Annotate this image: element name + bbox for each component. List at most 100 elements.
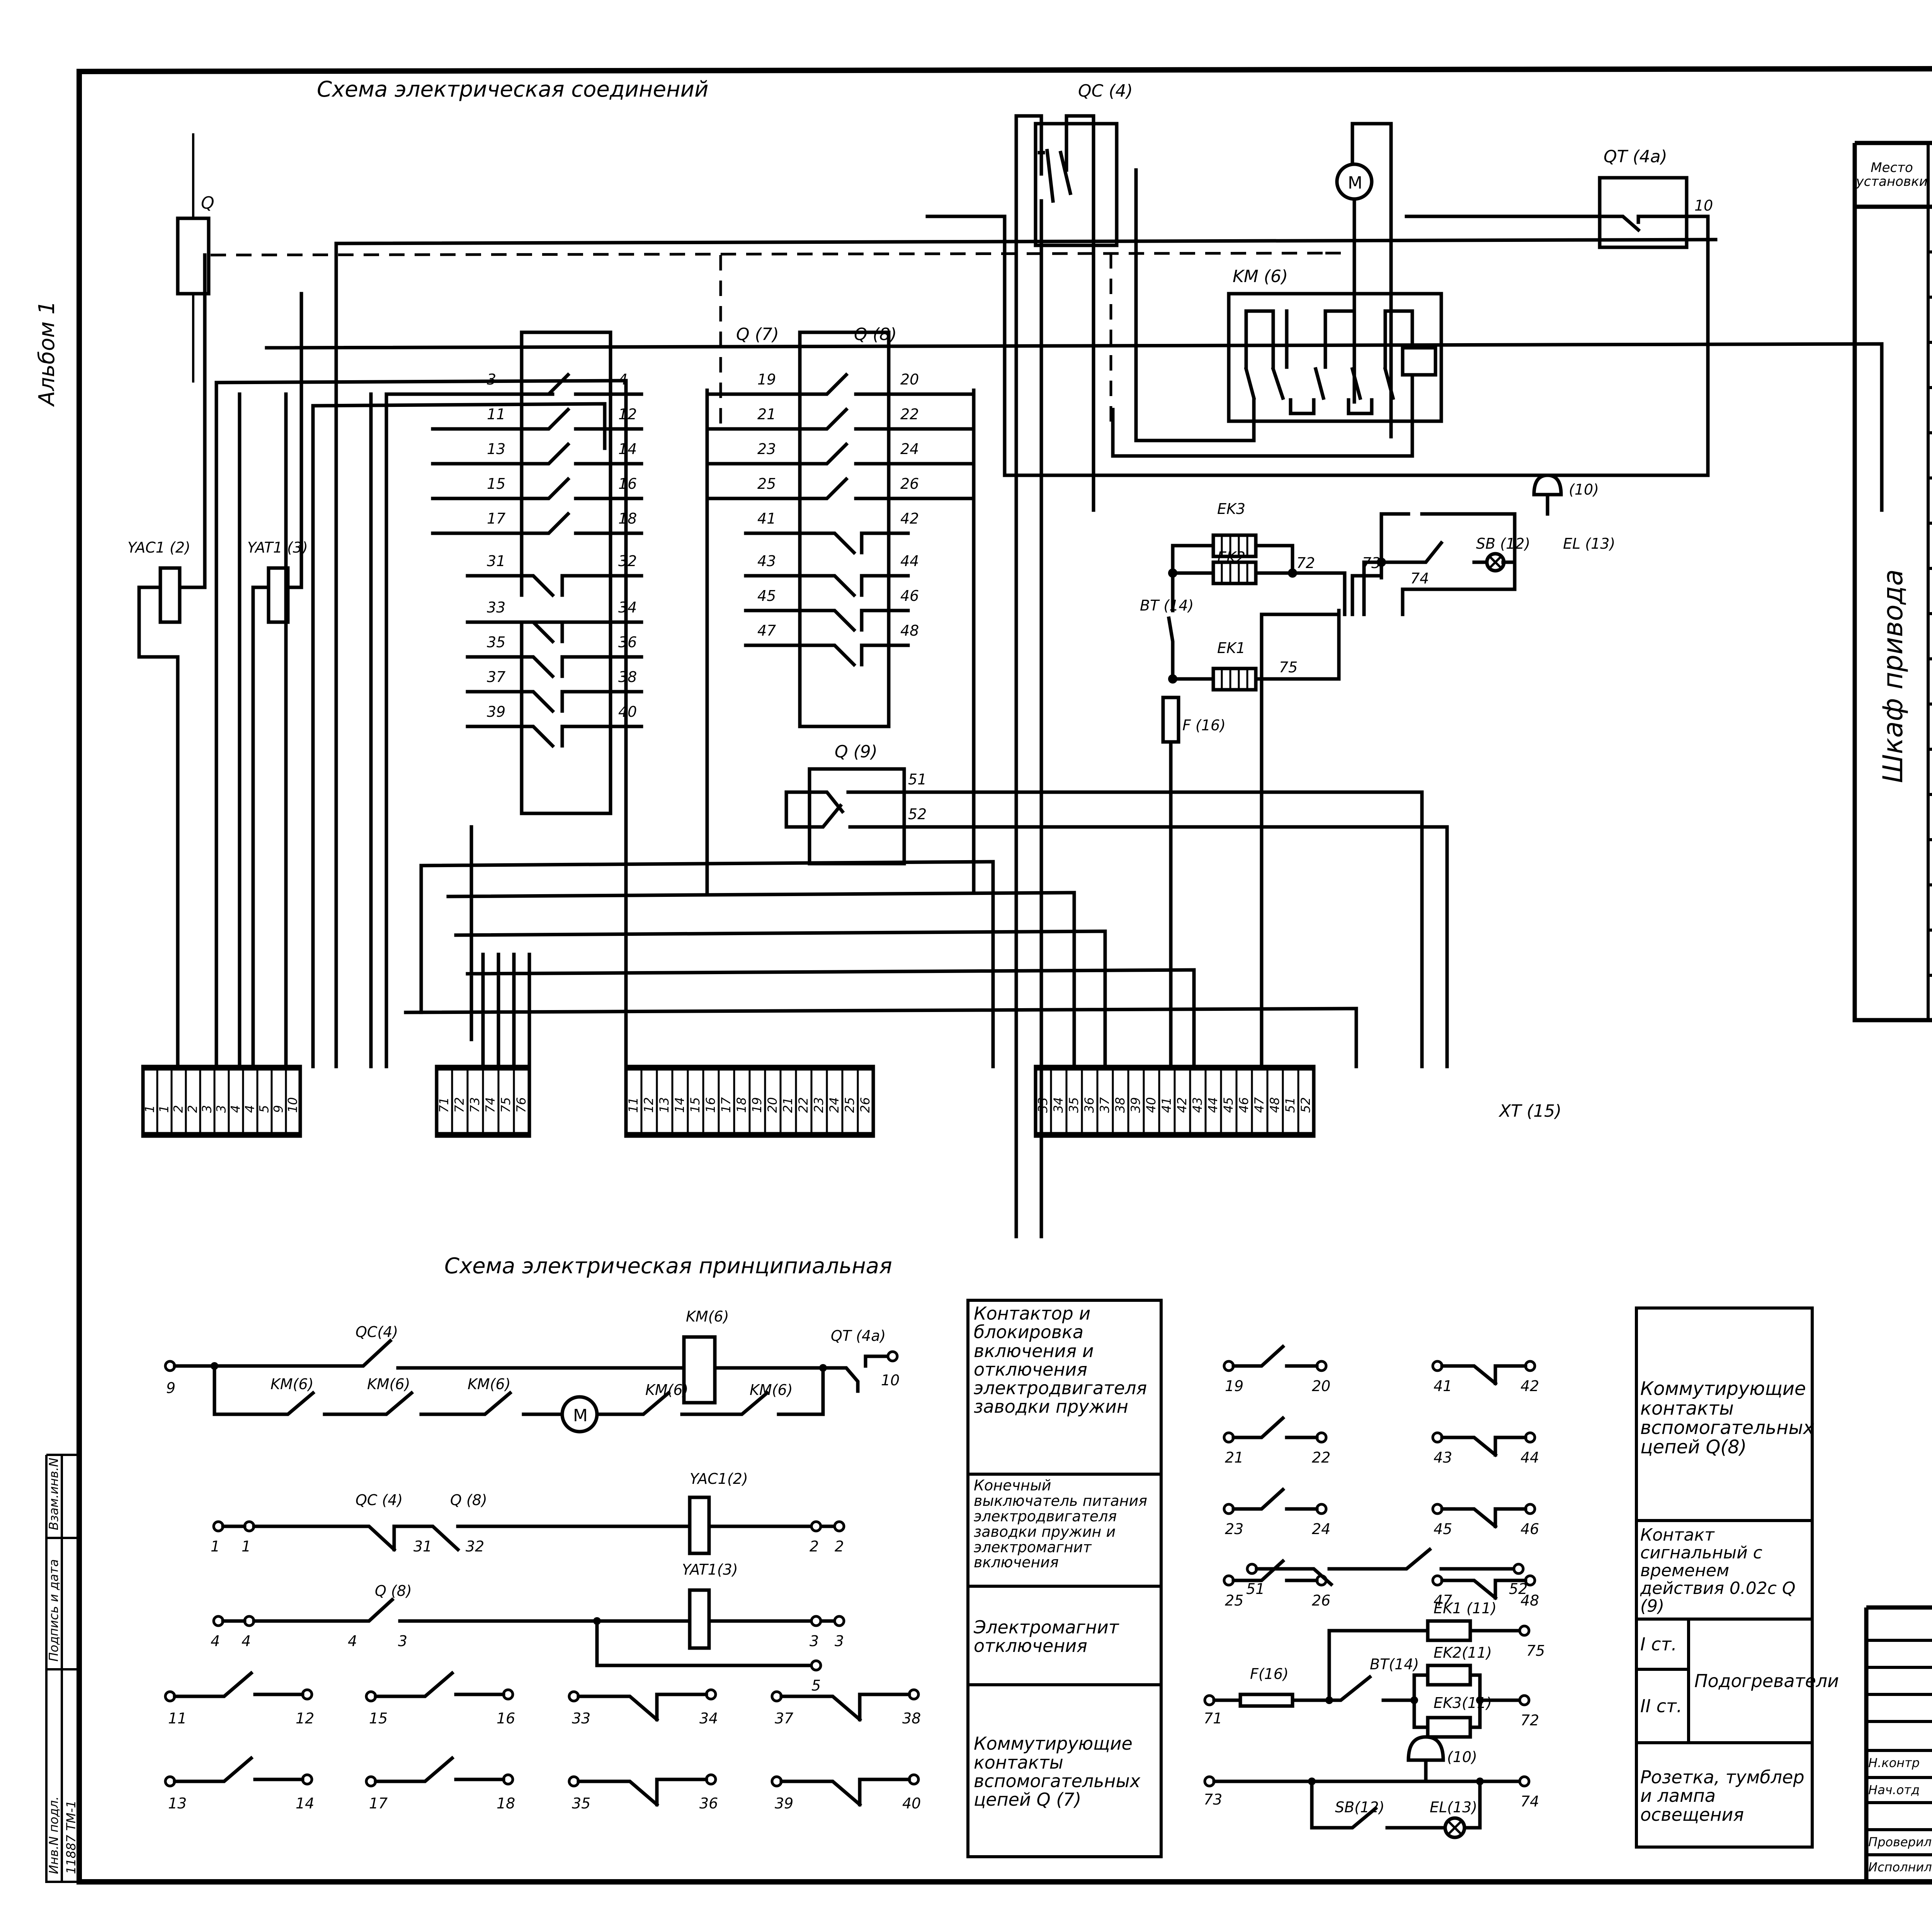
km-label: KM (6) [1233,267,1288,286]
q8-contact-left-label: 21 [757,406,776,423]
q8-aux-contact [1231,1344,1319,1368]
q8-aux-label-b: 46 [1520,1521,1539,1538]
device-yac1: YAC1 (2) [128,253,207,1068]
q7-contact [431,407,643,431]
q9-label: Q (9) [835,742,878,762]
q8-aux-label-b: 24 [1312,1521,1330,1538]
terminal-label: 25 [842,1097,857,1113]
terminal-label: 24 [827,1097,842,1113]
q8-aux-contact [1231,1558,1319,1582]
terminal-label: 1 [157,1105,172,1113]
q7-label: Q (7) [736,325,779,344]
terminal-label: 18 [734,1097,749,1113]
terminal-label: 22 [796,1097,811,1113]
terminal-label: 41 [1159,1097,1174,1113]
terminal-label: 23 [811,1097,826,1113]
motor-circuit-start-terminal: 9 [166,1379,175,1397]
terminal-label: 3 [200,1105,214,1113]
legend-right-frame [1635,1306,1814,1849]
q7-aux-label-a: 17 [369,1795,388,1812]
qt-wire-label: 10 [1694,197,1713,214]
q7-aux-label-b: 40 [902,1795,921,1812]
q8-aux-label-a: 41 [1434,1378,1452,1395]
q8-aux-label-a: 47 [1434,1592,1452,1609]
q8-contact-right-label: 44 [900,553,919,570]
terminal-label: 33 [1036,1097,1050,1113]
q7-contact-left-label: 35 [487,634,505,651]
q9-contact-a: 51 [1246,1580,1265,1597]
q7-contact-left-label: 39 [487,703,505,720]
cc-term-l1: 1 [211,1538,220,1555]
device-q9: Q (9) 51 52 [784,742,1449,1068]
tc-term-l2: 4 [242,1633,251,1650]
device-qc: QC (4) [1014,81,1133,1238]
terminal-label: 51 [1283,1097,1298,1113]
tc-wire-3: 3 [398,1633,407,1650]
hc-end2: 72 [1520,1712,1539,1729]
yat1-label: YAT1 (3) [247,539,308,556]
pc-qc-label: QC(4) [355,1323,398,1340]
qc-label: QC (4) [1078,81,1133,101]
legend-right-stage1: I ст. [1640,1633,1677,1655]
q8-contact-right-label: 24 [900,441,919,458]
q7-contact [431,511,643,535]
ek3-label: EK3 [1217,500,1245,517]
terminal-label: 14 [672,1097,687,1113]
terminal-label: 4 [228,1105,243,1113]
bt-label: BT (14) [1140,597,1194,614]
cc-term-l2: 1 [242,1538,251,1555]
signature-role: Нач.отд [1868,1782,1920,1797]
terminal-label: 45 [1221,1097,1236,1113]
q8-contact [705,407,976,431]
legend-left-2: Конечный выключатель питания электродвиг… [974,1477,1148,1571]
q8-aux-contact [1231,1415,1319,1439]
principal-diagram-title: Схема электрическая принципиальная [444,1254,892,1279]
equipment-location: Шкаф привода [1862,502,1924,850]
hc-ek2-label: EK2(11) [1434,1644,1492,1661]
q8-contact-right-label: 26 [900,475,919,492]
q8-aux-label-a: 23 [1225,1521,1243,1538]
q9-contact-52: 52 [908,806,927,823]
terminal-label: 1 [143,1105,157,1113]
cc-coil-label: YAC1(2) [690,1470,748,1487]
q7-aux-label-b: 12 [296,1710,314,1727]
terminal-label: 9 [271,1105,286,1113]
hc-ek1-label: EK1 (11) [1434,1600,1497,1617]
terminal-label: 42 [1175,1097,1189,1113]
cc-term-r1: 2 [810,1538,819,1555]
equipment-col-header: Место установки [1856,160,1928,189]
q8-contact [744,531,910,555]
terminal-label: 4 [243,1105,257,1113]
q7-aux-label-a: 35 [572,1795,590,1812]
q7-aux-contact [577,1692,708,1722]
q7-contact-left-label: 13 [487,441,505,458]
terminal-block-rail [143,1066,300,1136]
q7-contact [466,620,643,644]
q8-contact-right-label: 46 [900,587,919,604]
q7-aux-contact [779,1692,911,1722]
legend-left-4: Коммутирующие контакты вспомогательных ц… [974,1733,1141,1810]
q8-contact-left-label: 23 [757,441,776,458]
q7-aux-label-b: 38 [902,1710,921,1727]
hc-bt-label: BT(14) [1370,1656,1419,1673]
terminal-label: 16 [703,1097,718,1113]
q8-contact-left-label: 41 [757,510,776,527]
q8-aux-contact [1440,1579,1527,1601]
q8-aux-label-b: 42 [1520,1378,1539,1395]
legend-right-stage2: II ст. [1640,1695,1682,1716]
q7-aux-label-b: 18 [497,1795,515,1812]
cc-q-label: Q (8) [450,1492,487,1509]
q8-aux-contact [1231,1487,1319,1511]
q7-contact [431,442,643,466]
equipment-list-grid [1852,141,1932,1022]
q7-contact-left-label: 11 [487,406,505,423]
qt-label: QT (4а) [1604,147,1667,167]
q7-aux-label-a: 13 [168,1795,187,1812]
device-yat1: YAT1 (3) [247,292,308,1068]
pc-qt-label: QT (4а) [831,1327,886,1344]
legend-left-1: Контактор и блокировка включения и отклю… [974,1303,1147,1417]
q7-contact-left-label: 3 [487,371,496,388]
